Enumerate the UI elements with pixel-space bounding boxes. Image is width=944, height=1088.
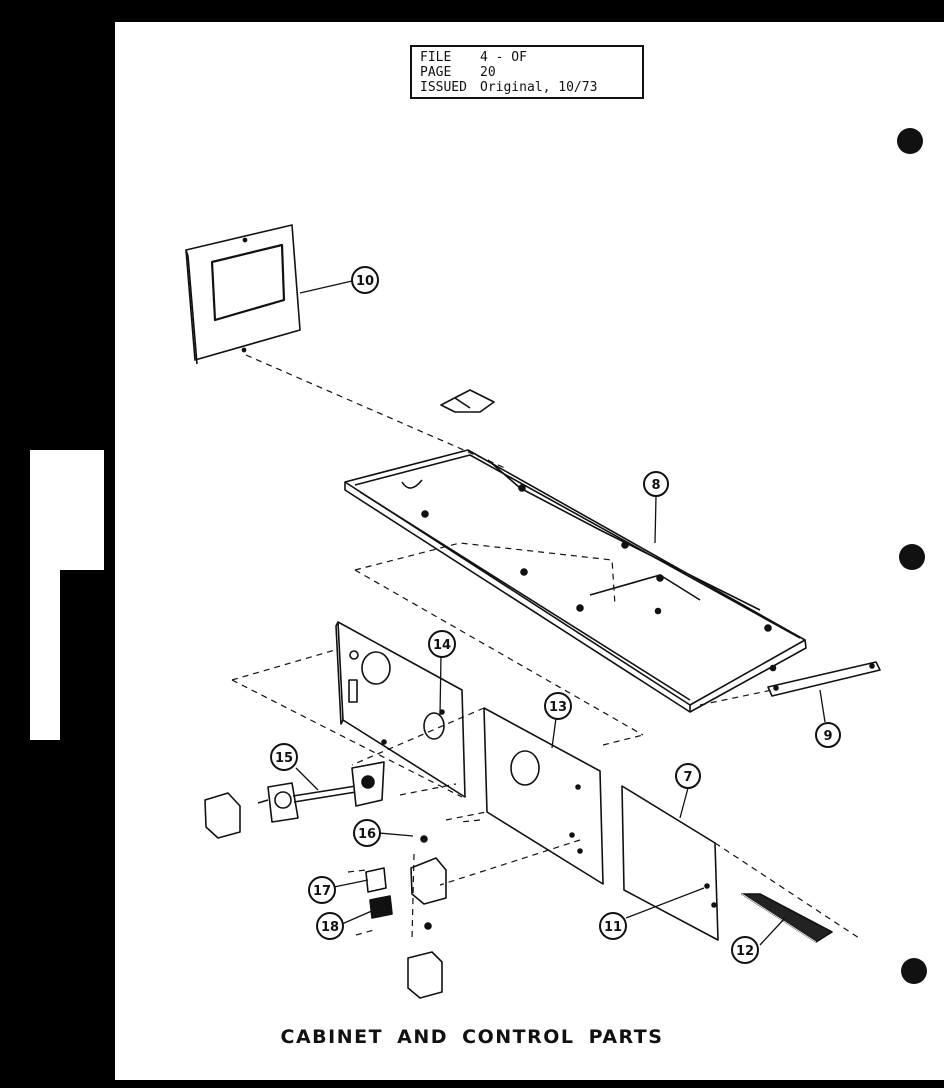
svg-text:11: 11 xyxy=(604,920,622,935)
svg-text:13: 13 xyxy=(549,700,567,715)
file-info-box: FILE 4 - OF PAGE 20 ISSUED Original, 10/73 xyxy=(410,45,644,99)
page-row: PAGE 20 xyxy=(420,65,634,80)
svg-text:10: 10 xyxy=(356,274,374,289)
callout-18: 18 xyxy=(316,912,344,940)
callout-17: 17 xyxy=(308,876,336,904)
page-label: PAGE xyxy=(420,65,452,80)
part-9-bracket xyxy=(767,661,881,697)
svg-text:8: 8 xyxy=(651,478,660,493)
callout-15: 15 xyxy=(270,743,298,771)
file-value: 4 - OF xyxy=(480,50,527,65)
issued-label: ISSUED xyxy=(420,80,467,95)
issued-value: Original, 10/73 xyxy=(480,80,598,95)
binder-holes xyxy=(897,128,927,984)
callout-14: 14 xyxy=(428,630,456,658)
callout-13: 13 xyxy=(544,692,572,720)
callout-7: 7 xyxy=(675,763,701,789)
part-14-control-panel xyxy=(335,621,466,798)
callout-11: 11 xyxy=(599,912,627,940)
page-value: 20 xyxy=(480,65,496,80)
svg-text:15: 15 xyxy=(275,751,293,766)
small-clip xyxy=(440,389,495,413)
svg-text:7: 7 xyxy=(683,770,692,785)
issued-row: ISSUED Original, 10/73 xyxy=(420,80,634,95)
part-15-switch-assembly xyxy=(257,761,385,823)
callout-leaders xyxy=(295,280,826,946)
callout-16: 16 xyxy=(353,819,381,847)
mounting-brackets xyxy=(204,792,447,999)
svg-text:12: 12 xyxy=(736,944,754,959)
part-8-cabinet-tray xyxy=(344,449,807,713)
callout-10: 10 xyxy=(351,266,379,294)
callout-8: 8 xyxy=(643,471,669,497)
svg-text:14: 14 xyxy=(433,638,451,653)
svg-text:17: 17 xyxy=(313,884,331,899)
callout-12: 12 xyxy=(731,936,759,964)
part-7-access-panel xyxy=(621,785,719,941)
part-12-grille-strip xyxy=(741,893,833,943)
svg-text:16: 16 xyxy=(358,827,376,842)
diagram-caption: CABINET AND CONTROL PARTS xyxy=(280,1026,664,1048)
part-10-front-panel xyxy=(185,224,301,365)
callout-9: 9 xyxy=(815,722,841,748)
svg-text:9: 9 xyxy=(823,729,832,744)
section-tab-letter-f xyxy=(30,450,104,740)
part-13-panel xyxy=(483,707,604,885)
file-label: FILE xyxy=(420,50,452,65)
file-row: FILE 4 - OF xyxy=(420,50,634,65)
svg-text:18: 18 xyxy=(321,920,339,935)
exploded-view-leaders xyxy=(231,354,863,941)
